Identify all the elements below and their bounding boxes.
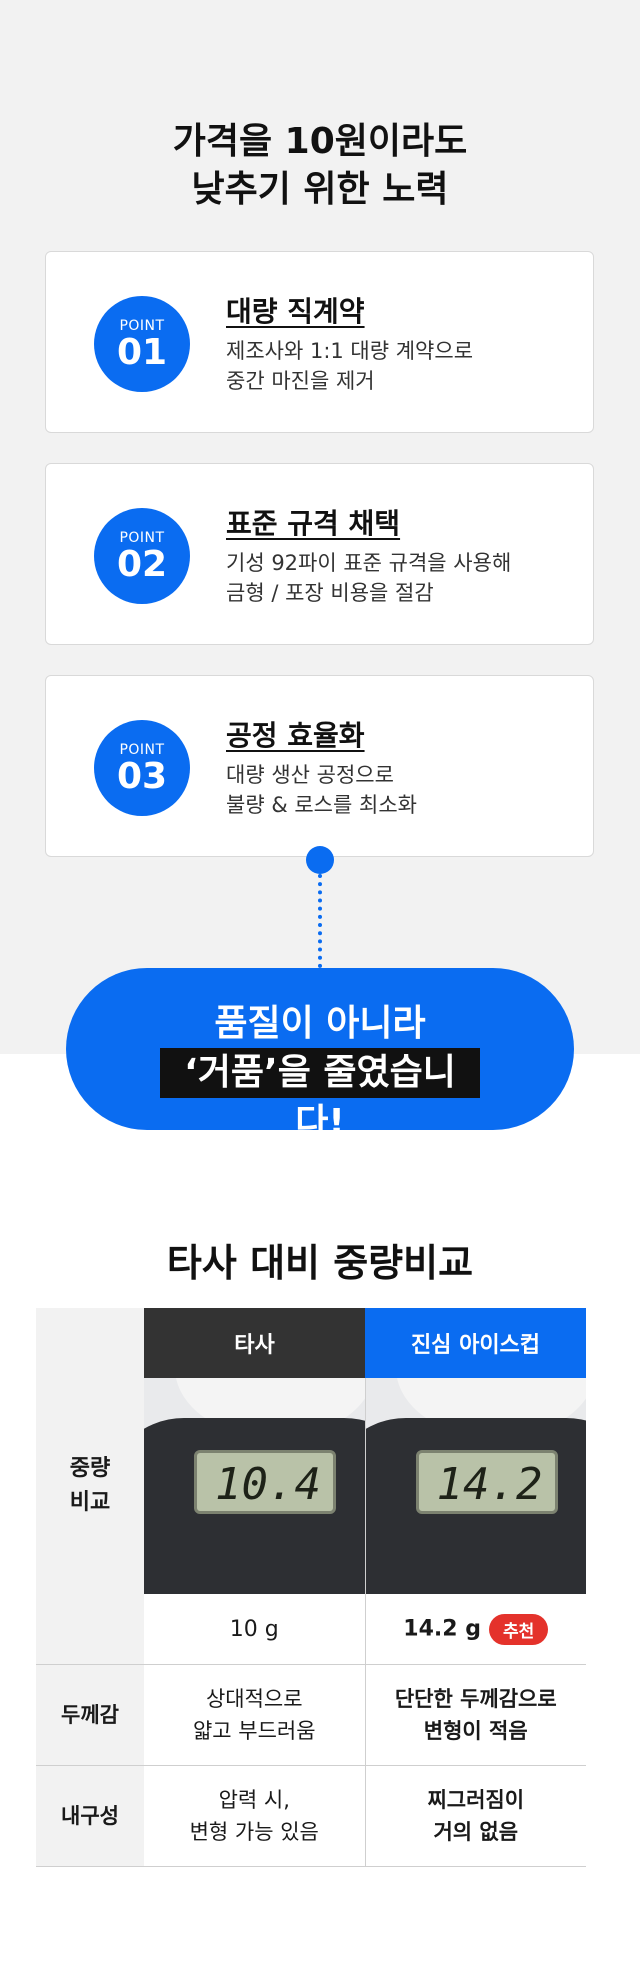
connector-dot bbox=[306, 846, 334, 874]
column-header-other: 타사 bbox=[144, 1308, 365, 1378]
badge-number: 01 bbox=[116, 332, 168, 373]
scale-display: 10.4 bbox=[194, 1450, 336, 1514]
recommend-badge: 추천 bbox=[488, 1613, 549, 1645]
badge-number: 02 bbox=[116, 544, 168, 585]
weight-value-row: 10 g 14.2 g 추천 bbox=[36, 1594, 586, 1665]
comparison-table: 중량 비교 타사 진심 아이스컵 10.4 14.2 10 g 14.2 g 추천… bbox=[36, 1308, 586, 1867]
row-label-durability: 내구성 bbox=[36, 1765, 144, 1867]
callout-line1: 품질이 아니라 bbox=[214, 1003, 426, 1044]
row-label-thickness: 두께감 bbox=[36, 1664, 144, 1766]
thickness-row: 두께감 상대적으로 얇고 부드러움 단단한 두께감으로 변형이 적음 bbox=[36, 1664, 586, 1766]
badge-number: 03 bbox=[116, 756, 168, 797]
badge-label: POINT bbox=[119, 530, 165, 546]
hero-title-line1: 가격을 10원이라도 bbox=[172, 121, 468, 162]
column-header-ours: 진심 아이스컵 bbox=[365, 1308, 586, 1378]
point-description: 기성 92파이 표준 규격을 사용해 금형 / 포장 비용을 절감 bbox=[226, 551, 512, 605]
thickness-other: 상대적으로 얇고 부드러움 bbox=[144, 1664, 365, 1766]
point-description: 제조사와 1:1 대량 계약으로 중간 마진을 제거 bbox=[226, 339, 474, 393]
callout-pill: 품질이 아니라 ‘거품’을 줄였습니다! bbox=[66, 968, 574, 1143]
connector-dotted-line bbox=[318, 874, 322, 968]
point-badge: POINT 02 bbox=[94, 508, 190, 604]
weight-ours-cell: 14.2 g 추천 bbox=[364, 1594, 586, 1665]
point-title: 표준 규격 채택 bbox=[226, 507, 401, 540]
weight-ours: 14.2 g bbox=[403, 1616, 481, 1641]
point-badge: POINT 03 bbox=[94, 720, 190, 816]
point-card-01: POINT 01 대량 직계약 제조사와 1:1 대량 계약으로 중간 마진을 … bbox=[45, 251, 594, 433]
thickness-ours: 단단한 두께감으로 변형이 적음 bbox=[364, 1664, 586, 1766]
durability-row: 내구성 압력 시, 변형 가능 있음 찌그러짐이 거의 없음 bbox=[36, 1765, 586, 1867]
scale-image-other: 10.4 bbox=[144, 1378, 365, 1594]
callout-line2-highlight: ‘거품’을 줄였습니다! bbox=[160, 1048, 480, 1143]
point-title: 공정 효율화 bbox=[226, 719, 365, 752]
weight-other: 10 g bbox=[144, 1594, 365, 1665]
scale-image-ours: 14.2 bbox=[364, 1378, 586, 1594]
point-badge: POINT 01 bbox=[94, 296, 190, 392]
hero-title-line2: 낮추기 위한 노력 bbox=[191, 169, 449, 210]
scale-display: 14.2 bbox=[415, 1450, 558, 1514]
point-description: 대량 생산 공정으로 불량 & 로스를 최소화 bbox=[226, 763, 417, 817]
point-card-02: POINT 02 표준 규격 채택 기성 92파이 표준 규격을 사용해 금형 … bbox=[45, 463, 594, 645]
durability-other: 압력 시, 변형 가능 있음 bbox=[144, 1765, 365, 1867]
comparison-title: 타사 대비 중량비교 bbox=[166, 1241, 474, 1285]
point-title: 대량 직계약 bbox=[226, 295, 365, 328]
point-card-03: POINT 03 공정 효율화 대량 생산 공정으로 불량 & 로스를 최소화 bbox=[45, 675, 594, 857]
badge-label: POINT bbox=[119, 742, 165, 758]
scale-image-row: 10.4 14.2 bbox=[36, 1378, 586, 1594]
durability-ours: 찌그러짐이 거의 없음 bbox=[364, 1765, 586, 1867]
row-label-weight: 중량 비교 bbox=[36, 1308, 144, 1665]
badge-label: POINT bbox=[119, 318, 165, 334]
table-header-row: 중량 비교 타사 진심 아이스컵 bbox=[36, 1308, 586, 1665]
